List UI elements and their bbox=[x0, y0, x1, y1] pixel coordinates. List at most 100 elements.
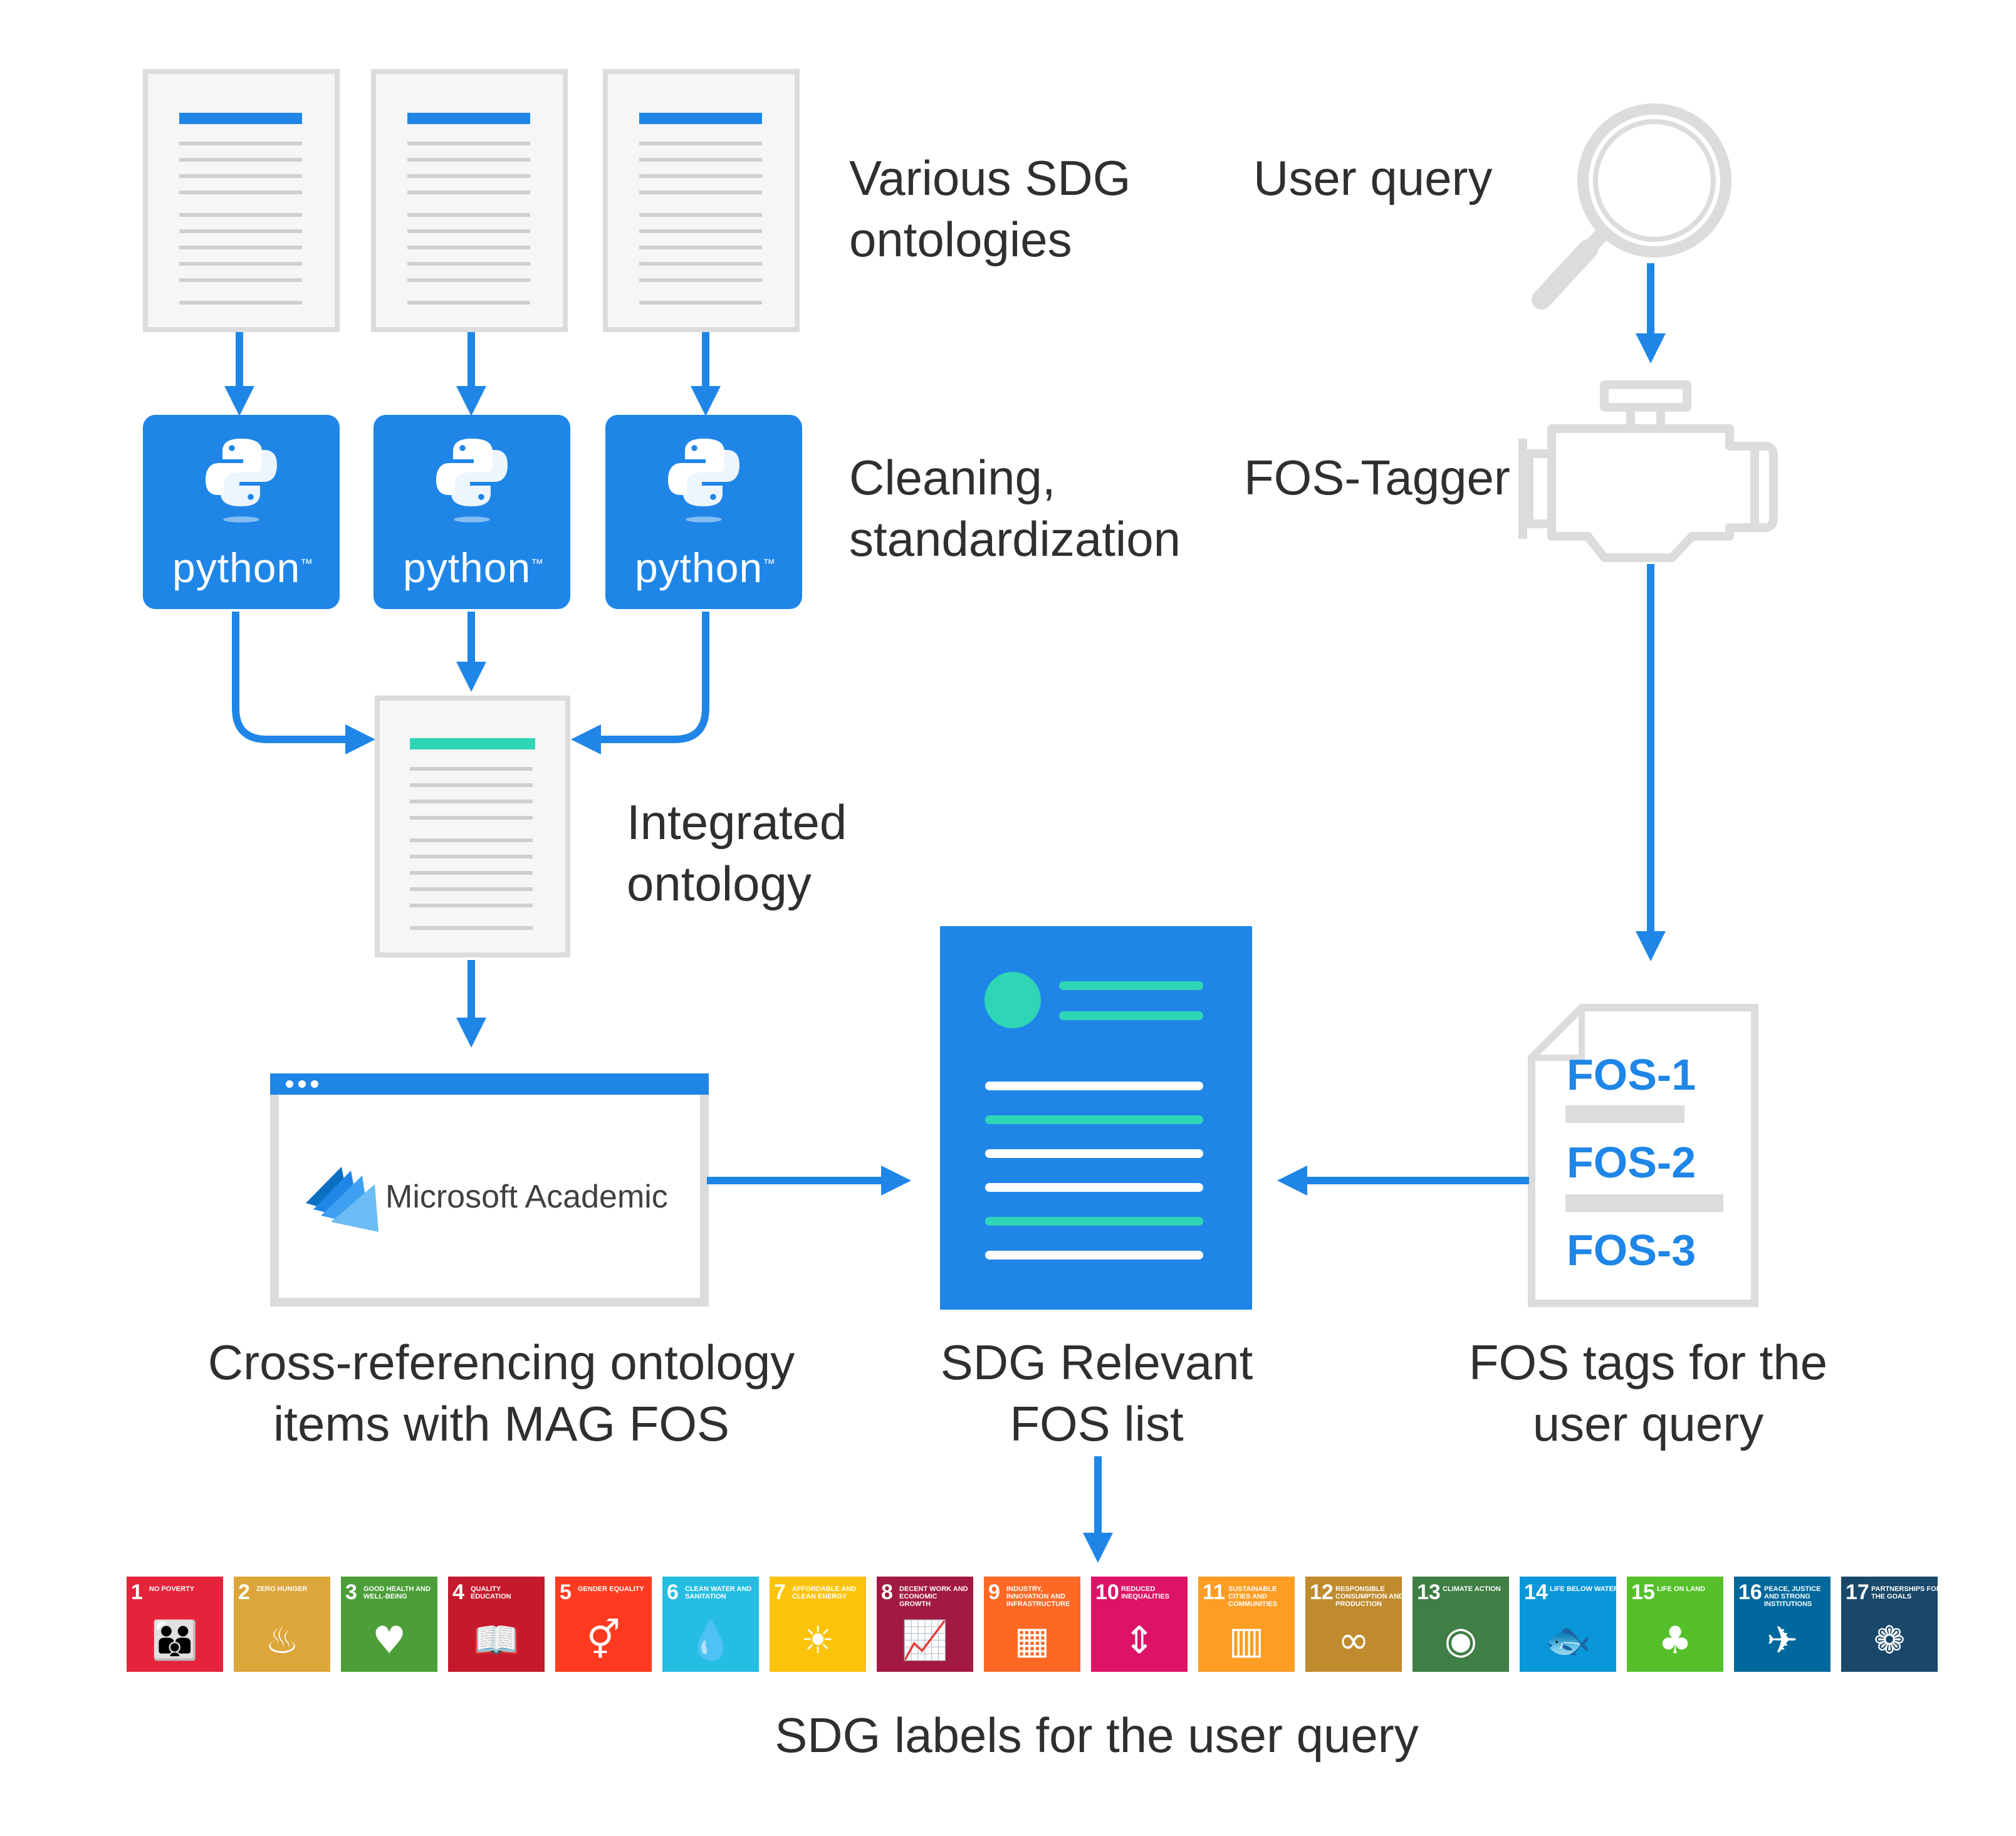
sdg-goal-title: Decent work and economic growth bbox=[899, 1585, 968, 1608]
microsoft-academic-logo-icon bbox=[306, 1167, 379, 1232]
sdg-goal-title: Reduced inequalities bbox=[1121, 1585, 1170, 1600]
label-fos-tagger: FOS-Tagger bbox=[1244, 450, 1510, 505]
label-various-sdg-ontologies: Various SDG ontologies bbox=[849, 147, 1131, 270]
sdg-goal-number: 4 bbox=[452, 1580, 464, 1604]
water-icon: 💧 bbox=[687, 1619, 734, 1662]
fish-icon: 🐟 bbox=[1544, 1619, 1592, 1662]
label-cleaning-standardization: Cleaning, standardization bbox=[849, 447, 1181, 570]
python-text: python bbox=[403, 545, 531, 591]
sdg-goal-number: 9 bbox=[988, 1580, 1000, 1604]
sdg-goal-title: No poverty bbox=[149, 1585, 195, 1593]
sdg-goal-13: 13Climate action ◉ bbox=[1413, 1577, 1509, 1672]
dove-icon: ✈ bbox=[1766, 1619, 1799, 1662]
sdg-goal-number: 11 bbox=[1203, 1580, 1225, 1604]
growth-chart-icon: 📈 bbox=[901, 1619, 949, 1662]
sdg-goal-title: Good health and well-being bbox=[363, 1585, 431, 1600]
label-line: items with MAG FOS bbox=[273, 1396, 730, 1451]
magnifier-icon bbox=[1532, 103, 1731, 310]
python-tile-3 bbox=[605, 415, 802, 609]
sdg-goal-4: 4 Quality education 📖 bbox=[448, 1577, 545, 1672]
python-wordmark-1: python™ bbox=[172, 544, 313, 592]
family-icon: 👪 bbox=[151, 1619, 199, 1662]
sdg-goal-number: 15 bbox=[1631, 1580, 1655, 1604]
sdg-goal-2: 2Zero hunger♨ bbox=[234, 1577, 330, 1672]
heartbeat-icon: ♥ bbox=[372, 1619, 406, 1662]
sdg-goal-3: 3 Good health and well-being ♥ bbox=[341, 1577, 437, 1672]
sdg-goal-title: Gender equality bbox=[578, 1585, 644, 1593]
label-cross-referencing: Cross-referencing ontology items with MA… bbox=[207, 1332, 796, 1454]
sdg-goal-title: Industry, innovation and infrastructure bbox=[1006, 1585, 1070, 1608]
sdg-goal-14: 14Life below water 🐟 bbox=[1520, 1577, 1616, 1672]
label-line: SDG Relevant bbox=[940, 1335, 1253, 1390]
sdg-goal-number: 6 bbox=[667, 1580, 679, 1604]
cubes-icon: ▦ bbox=[1014, 1619, 1050, 1662]
label-integrated-ontology: Integrated ontology bbox=[627, 791, 847, 914]
sdg-goal-number: 8 bbox=[881, 1580, 893, 1604]
label-line: ontologies bbox=[849, 212, 1072, 267]
eye-globe-icon: ◉ bbox=[1444, 1619, 1478, 1662]
label-user-query: User query bbox=[1253, 150, 1493, 206]
book-icon: 📖 bbox=[473, 1619, 520, 1662]
label-line: FOS tags for the bbox=[1468, 1335, 1828, 1390]
sdg-goal-number: 5 bbox=[560, 1580, 572, 1604]
sun-power-icon: ☀ bbox=[801, 1619, 835, 1662]
sdg-goal-9: 9 Industry, innovation and infrastructure… bbox=[984, 1577, 1080, 1672]
equal-arrows-icon: ⇕ bbox=[1123, 1619, 1156, 1662]
sdg-goal-number: 3 bbox=[345, 1580, 357, 1604]
microsoft-academic-window bbox=[270, 1073, 709, 1307]
sdg-goal-7: 7 Affordable and clean energy ☀ bbox=[770, 1577, 866, 1672]
python-tile-1 bbox=[143, 415, 340, 609]
fos-tag-3: FOS-3 bbox=[1567, 1226, 1696, 1275]
sdg-goal-16: 16Peace, justice and strong institutions… bbox=[1734, 1577, 1831, 1672]
python-text: python bbox=[635, 545, 763, 591]
sdg-goal-title: Zero hunger bbox=[256, 1585, 308, 1593]
rings-icon: ❁ bbox=[1873, 1619, 1906, 1662]
infinity-icon: ∞ bbox=[1338, 1619, 1369, 1662]
label-sdg-relevant-fos-list: SDG Relevant FOS list bbox=[909, 1332, 1285, 1454]
sdg-goals-row: 1No poverty👪2Zero hunger♨3Good health an… bbox=[127, 1577, 1950, 1672]
trademark: ™ bbox=[763, 557, 776, 571]
sdg-goal-5: 5Gender equality⚥ bbox=[555, 1577, 652, 1672]
sdg-goal-number: 12 bbox=[1310, 1580, 1334, 1604]
integrated-ontology-doc bbox=[375, 696, 570, 957]
python-wordmark-3: python™ bbox=[635, 544, 776, 592]
tree-icon: ♣ bbox=[1658, 1619, 1692, 1662]
fos-tag-2: FOS-2 bbox=[1567, 1138, 1696, 1187]
sdg-goal-12: 12Responsible consumption and production… bbox=[1305, 1577, 1402, 1672]
label-line: FOS list bbox=[1010, 1396, 1184, 1451]
arrow-python1-integrated bbox=[232, 612, 375, 754]
sdg-goal-title: Partnerships for the goals bbox=[1871, 1585, 1938, 1600]
sdg-goal-number: 13 bbox=[1417, 1580, 1441, 1604]
label-line: standardization bbox=[849, 511, 1181, 566]
label-line: Various SDG bbox=[849, 150, 1131, 206]
sdg-goal-title: Quality education bbox=[471, 1585, 511, 1600]
engine-icon bbox=[1518, 380, 1778, 562]
bowl-icon: ♨ bbox=[265, 1619, 299, 1662]
sdg-goal-number: 10 bbox=[1095, 1580, 1119, 1604]
label-sdg-labels-user-query: SDG labels for the user query bbox=[775, 1708, 1419, 1763]
sdg-goal-title: Affordable and clean energy bbox=[792, 1585, 857, 1600]
label-line: ontology bbox=[627, 856, 812, 911]
label-fos-tags-user-query: FOS tags for the user query bbox=[1441, 1332, 1855, 1454]
sdg-goal-title: Life on land bbox=[1657, 1585, 1705, 1593]
label-line: user query bbox=[1532, 1396, 1764, 1451]
sdg-goal-title: Climate action bbox=[1443, 1585, 1501, 1593]
trademark: ™ bbox=[531, 557, 545, 571]
sdg-goal-number: 7 bbox=[774, 1580, 786, 1604]
ontology-doc-2 bbox=[371, 69, 568, 332]
sdg-goal-title: Responsible consumption and production bbox=[1335, 1585, 1402, 1608]
ontology-doc-1 bbox=[143, 69, 340, 332]
microsoft-academic-text: Microsoft Academic bbox=[385, 1179, 668, 1215]
label-line: Cleaning, bbox=[849, 450, 1056, 505]
sdg-goal-title: Life below water bbox=[1550, 1585, 1616, 1593]
ontology-doc-3 bbox=[603, 69, 800, 332]
sdg-goal-number: 14 bbox=[1524, 1580, 1548, 1604]
sdg-goal-title: Peace, justice and strong institutions bbox=[1764, 1585, 1821, 1608]
sdg-goal-number: 1 bbox=[131, 1580, 143, 1604]
arrow-python3-integrated bbox=[571, 612, 709, 754]
sdg-goal-15: 15Life on land ♣ bbox=[1627, 1577, 1723, 1672]
sdg-goal-8: 8 Decent work and economic growth 📈 bbox=[877, 1577, 973, 1672]
city-icon: ▥ bbox=[1228, 1619, 1265, 1662]
python-text: python bbox=[172, 545, 301, 591]
